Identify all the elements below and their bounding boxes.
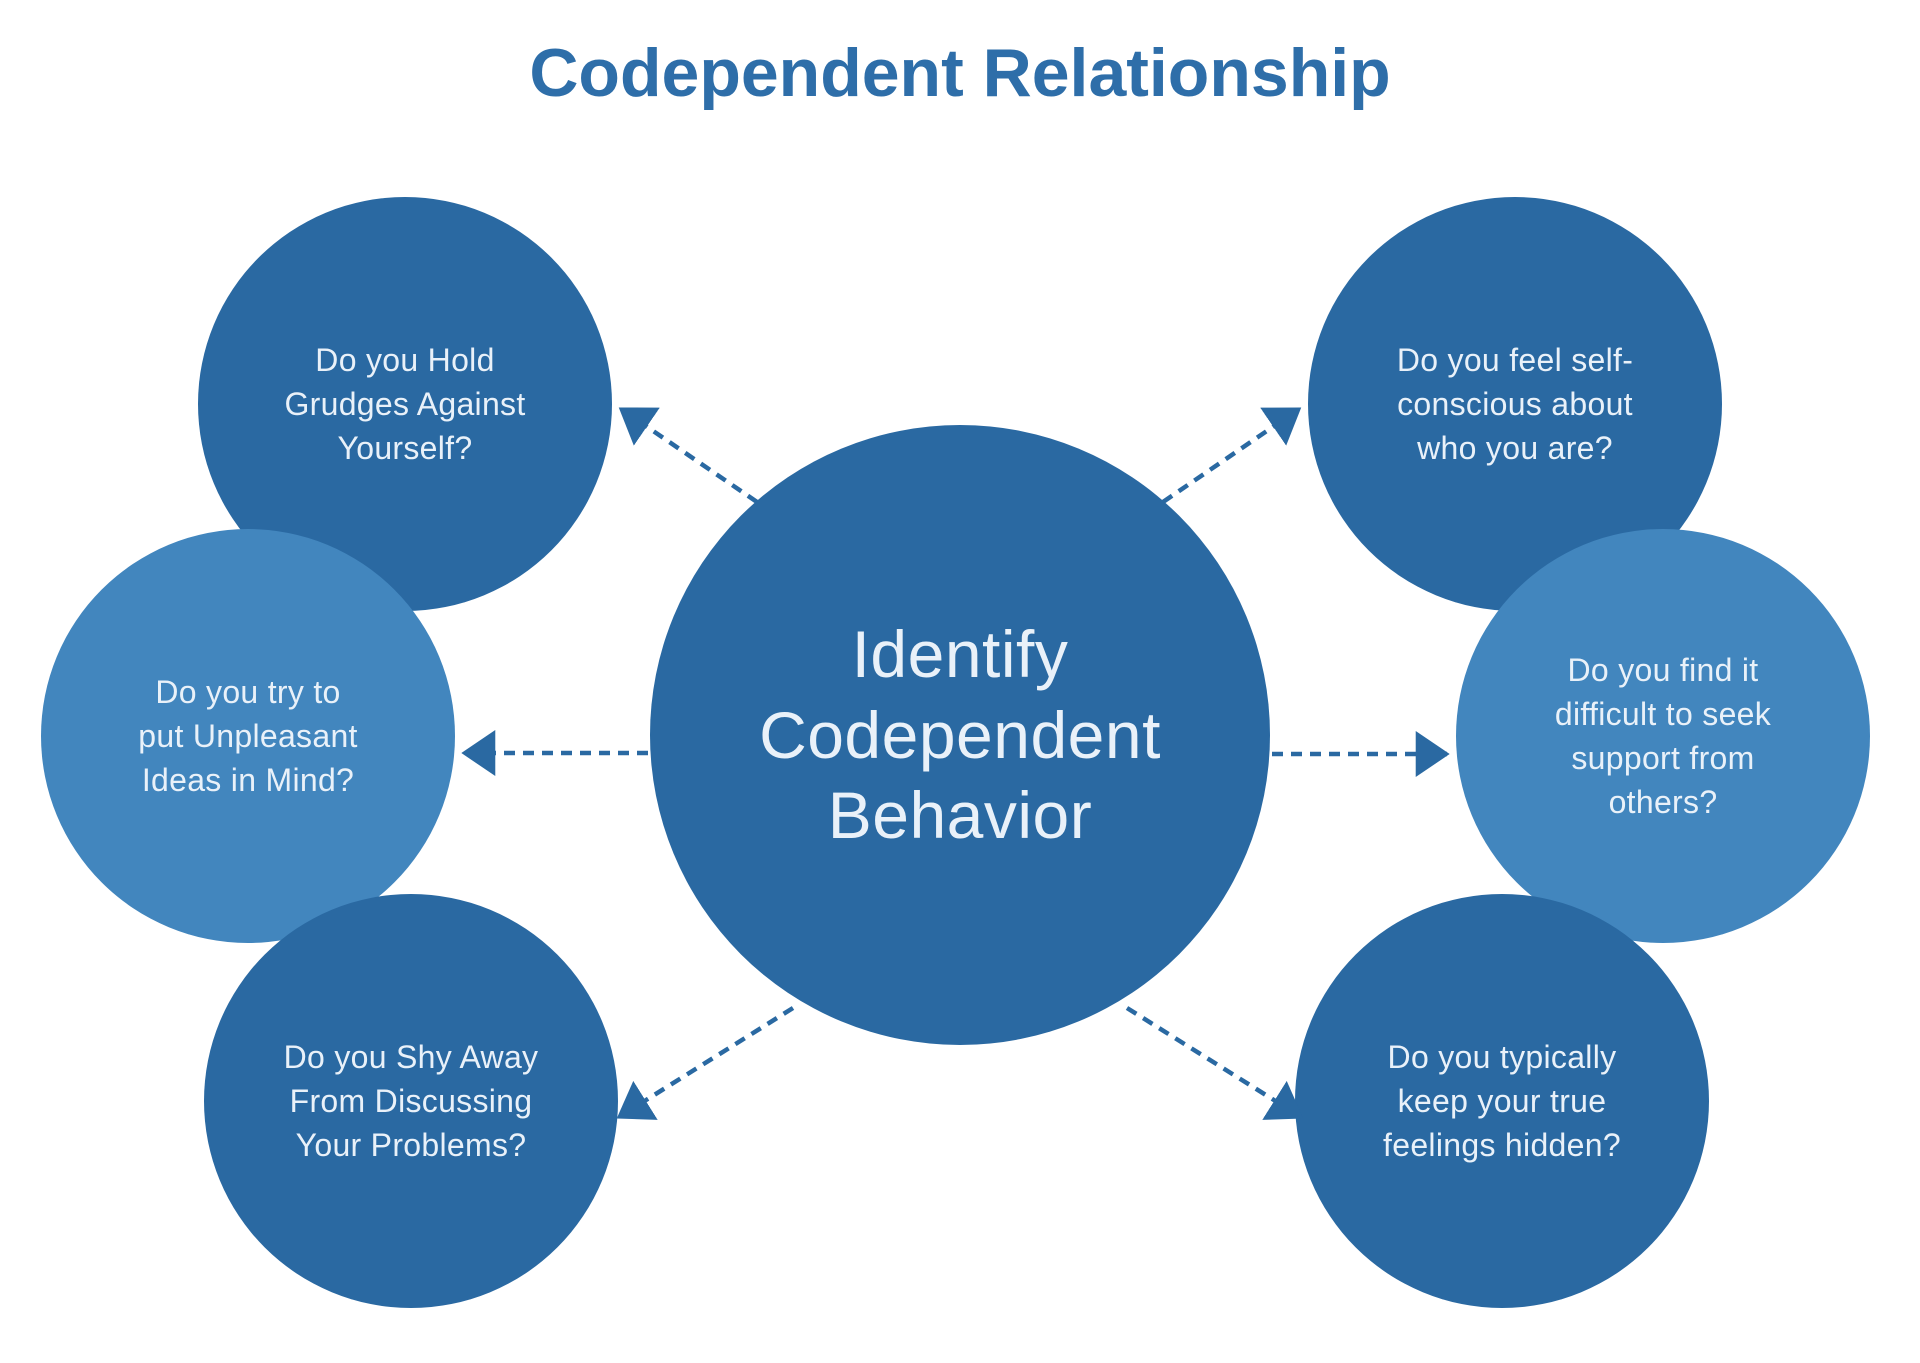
question-label: Do you typically keep your true feelings… (1383, 1038, 1621, 1164)
question-node-unpleasant-ideas: Do you try to put Unpleasant Ideas in Mi… (41, 529, 455, 943)
question-node-shy-away: Do you Shy Away From Discussing Your Pro… (204, 894, 618, 1308)
center-node-label: Identify Codependent Behavior (759, 617, 1161, 853)
connector-arrow-top-left (618, 407, 759, 504)
question-node-feelings-hidden: Do you typically keep your true feelings… (1295, 894, 1709, 1308)
question-label: Do you Hold Grudges Against Yourself? (284, 341, 526, 467)
center-node: Identify Codependent Behavior (650, 425, 1270, 1045)
question-label: Do you try to put Unpleasant Ideas in Mi… (138, 673, 358, 799)
connector-arrow-bottom-left (616, 1006, 795, 1120)
question-node-seek-support: Do you find it difficult to seek support… (1456, 529, 1870, 943)
connector-arrow-top-right (1161, 407, 1302, 504)
question-label: Do you find it difficult to seek support… (1554, 651, 1772, 821)
page-title: Codependent Relationship (529, 35, 1391, 111)
connector-arrow-bottom-right (1125, 1006, 1304, 1120)
question-label: Do you Shy Away From Discussing Your Pro… (283, 1038, 539, 1164)
question-label: Do you feel self- conscious about who yo… (1396, 341, 1634, 467)
